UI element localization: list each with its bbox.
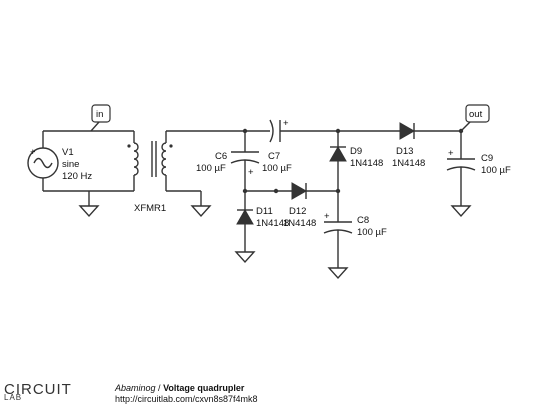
d9-ref: D9 bbox=[350, 146, 362, 157]
c6-ref: C6 bbox=[215, 151, 227, 162]
capacitor-c9[interactable]: + bbox=[446, 131, 476, 218]
in-label-text: in bbox=[96, 109, 103, 120]
c9-plus-sign: + bbox=[448, 148, 454, 159]
diode-d13[interactable] bbox=[338, 122, 461, 140]
ground-symbol-xfmr bbox=[190, 191, 212, 218]
c6-plus-sign: + bbox=[248, 167, 254, 178]
out-label-text: out bbox=[469, 109, 483, 120]
source-ref: V1 bbox=[62, 147, 74, 158]
schematic-canvas: + V1 sine 120 Hz in XFMR1 + bbox=[27, 104, 511, 280]
author-link[interactable]: Abaminog bbox=[115, 383, 156, 393]
diode-d11[interactable] bbox=[234, 191, 256, 264]
source-freq: 120 Hz bbox=[62, 171, 92, 182]
c8-plus-sign: + bbox=[324, 211, 330, 222]
circuit-url[interactable]: http://circuitlab.com/cxvn8s87f4mk8 bbox=[115, 394, 258, 404]
source-plus-sign: + bbox=[30, 147, 36, 158]
capacitor-c8[interactable]: + bbox=[323, 191, 353, 280]
d11-value: 1N4148 bbox=[256, 218, 289, 229]
c9-value: 100 µF bbox=[481, 165, 511, 176]
transformer-ref: XFMR1 bbox=[134, 203, 166, 214]
source-v1[interactable]: + bbox=[27, 130, 134, 192]
in-net-label[interactable]: in bbox=[90, 104, 111, 132]
d13-ref: D13 bbox=[396, 146, 413, 157]
diode-d12[interactable] bbox=[245, 182, 338, 200]
d11-ref: D11 bbox=[256, 206, 273, 217]
d12-value: 1N4148 bbox=[283, 218, 316, 229]
d13-value: 1N4148 bbox=[392, 158, 425, 169]
c9-ref: C9 bbox=[481, 153, 493, 164]
logo-bottom-text: LAB bbox=[4, 393, 23, 402]
transformer-xfmr1[interactable] bbox=[127, 131, 173, 191]
capacitor-c7[interactable]: + bbox=[269, 118, 338, 143]
out-net-label[interactable]: out bbox=[460, 104, 490, 132]
d12-ref: D12 bbox=[289, 206, 306, 217]
circuit-meta: Abaminog / Voltage quadrupler bbox=[115, 383, 244, 393]
c6-value: 100 µF bbox=[196, 163, 226, 174]
ground-symbol-source bbox=[78, 191, 100, 218]
c7-value: 100 µF bbox=[262, 163, 292, 174]
meta-separator: / bbox=[158, 383, 161, 393]
diode-d9[interactable] bbox=[329, 131, 347, 191]
c7-ref: C7 bbox=[268, 151, 280, 162]
c7-plus-sign: + bbox=[283, 118, 289, 129]
c8-value: 100 µF bbox=[357, 227, 387, 238]
footer-bar: CIRCUIT LAB Abaminog / Voltage quadruple… bbox=[0, 381, 540, 405]
c8-ref: C8 bbox=[357, 215, 369, 226]
d9-value: 1N4148 bbox=[350, 158, 383, 169]
capacitor-c6[interactable]: + bbox=[230, 131, 260, 191]
source-type: sine bbox=[62, 159, 79, 170]
logo-top-text: CIRCUIT bbox=[4, 381, 72, 398]
circuitlab-logo[interactable]: CIRCUIT LAB bbox=[2, 381, 102, 405]
circuit-title: Voltage quadrupler bbox=[163, 383, 245, 393]
